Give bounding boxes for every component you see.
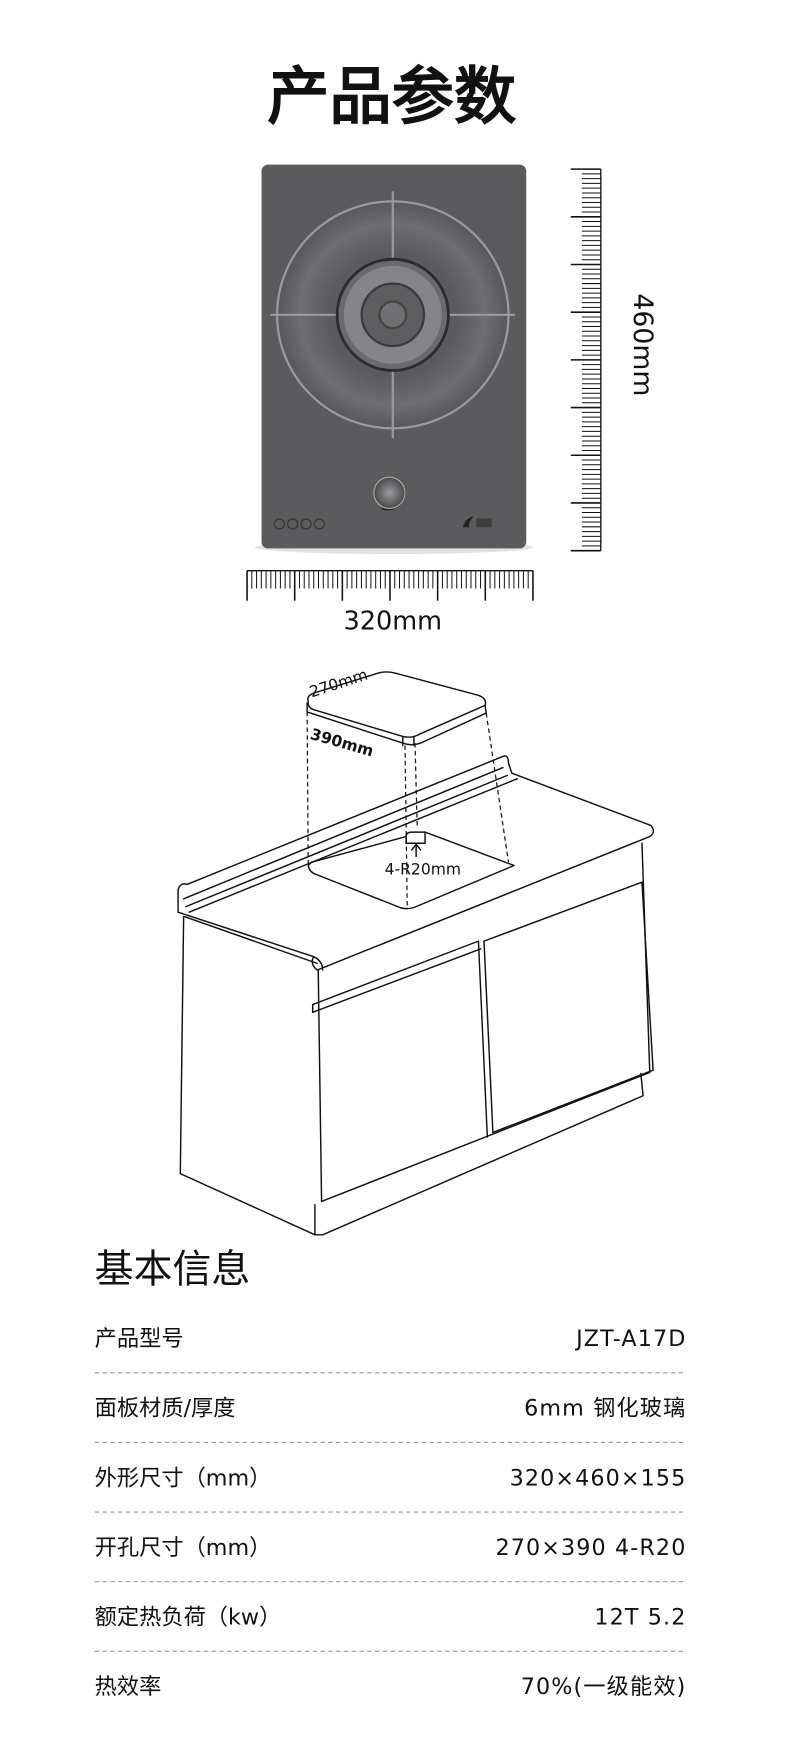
cooktop-image: [254, 164, 533, 554]
info-row-value: JZT-A17D: [574, 1326, 686, 1352]
width-ruler: [246, 570, 534, 601]
height-ruler: [570, 168, 602, 552]
info-row: 外形尺寸（mm） 320×460×155: [95, 1465, 687, 1513]
info-row-value: 270×390 4-R20: [496, 1535, 687, 1561]
info-row-label: 面板材质/厚度: [95, 1396, 236, 1422]
info-row: 产品型号 JZT-A17D: [95, 1326, 687, 1374]
info-row-value: 12T 5.2: [594, 1605, 686, 1631]
info-heading: 基本信息: [95, 1248, 251, 1293]
info-row-value: 6mm 钢化玻璃: [524, 1396, 686, 1422]
info-row-value: 320×460×155: [510, 1465, 687, 1491]
info-row-value: 70%(一级能效): [521, 1674, 687, 1700]
info-row-label: 开孔尺寸（mm）: [95, 1535, 272, 1561]
info-row-label: 外形尺寸（mm）: [95, 1465, 272, 1491]
info-row-label: 产品型号: [95, 1326, 184, 1352]
cutout-radius-label: 4-R20mm: [385, 860, 461, 878]
info-row: 面板材质/厚度 6mm 钢化玻璃: [95, 1396, 687, 1443]
installation-diagram: 270mm 390mm 4-R20mm: [177, 666, 655, 1236]
info-row: 热效率 70%(一级能效): [95, 1674, 687, 1700]
height-label: 460mm: [627, 293, 658, 396]
info-row: 额定热负荷（kw） 12T 5.2: [95, 1605, 687, 1652]
info-row: 开孔尺寸（mm） 270×390 4-R20: [95, 1535, 687, 1583]
width-label: 320mm: [343, 607, 442, 637]
info-row-label: 额定热负荷（kw）: [95, 1605, 282, 1631]
cutout-width-label: 270mm: [307, 666, 370, 702]
info-row-label: 热效率: [95, 1674, 162, 1700]
page-title: 产品参数: [267, 60, 517, 133]
